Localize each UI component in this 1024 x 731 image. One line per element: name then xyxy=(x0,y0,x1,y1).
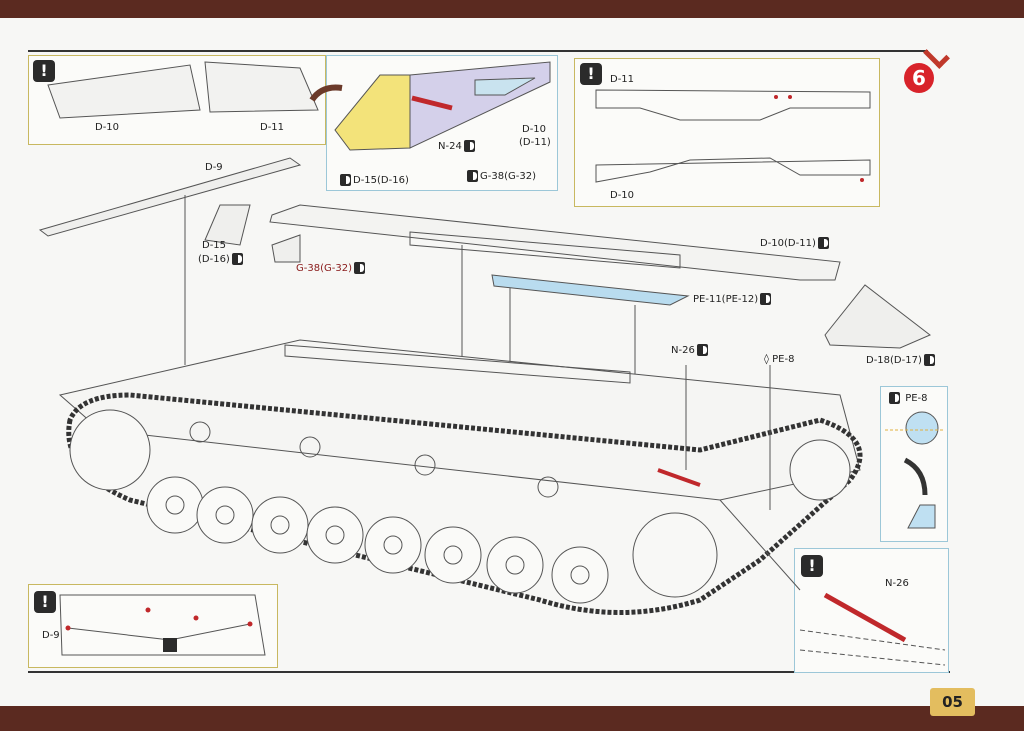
label-text: PE-11(PE-12) xyxy=(693,294,759,305)
label-d10: D-10 xyxy=(610,190,635,201)
label-text: D-18(D-17) xyxy=(866,355,922,366)
part-d15-highlight xyxy=(334,74,411,151)
label-text: (D-16) xyxy=(198,254,230,265)
label-d9: D-9 xyxy=(205,162,223,173)
idler-wheel xyxy=(632,512,718,598)
attach-icon xyxy=(231,253,243,265)
arrow-icon xyxy=(309,84,343,102)
label-text: N-24 xyxy=(438,141,462,152)
label-d15: D-15(D-16) xyxy=(338,174,409,186)
label-pe8-inset: PE-8 xyxy=(887,392,928,404)
label-text: G-38(G-32) xyxy=(480,171,536,182)
label-d10: D-10(D-11) xyxy=(760,237,831,249)
top-brand-bar xyxy=(0,0,1024,18)
label-d15: D-15 xyxy=(202,240,227,251)
drive-sprocket xyxy=(69,409,151,491)
label-d16: (D-16) xyxy=(198,253,245,265)
bottom-brand-bar xyxy=(0,706,1024,731)
label-d11: D-11 xyxy=(260,122,285,133)
label-text: PE-8 xyxy=(905,393,928,404)
label-g38: G-38(G-32) xyxy=(296,262,367,274)
label-text: N-26 xyxy=(671,345,695,356)
attach-icon xyxy=(817,237,829,249)
attach-icon xyxy=(696,344,708,356)
attach-icon xyxy=(923,354,935,366)
track-drawing xyxy=(66,392,863,615)
fender-d11-drawing xyxy=(204,61,319,113)
bend-icon xyxy=(889,392,900,404)
page-number: 05 xyxy=(930,688,975,716)
label-pe11: PE-11(PE-12) xyxy=(693,293,773,305)
warning-icon: ! xyxy=(801,555,823,577)
pin-n24 xyxy=(411,95,453,111)
label-d9-inset: D-9 xyxy=(42,630,60,641)
attach-icon xyxy=(467,170,478,182)
pin-n26 xyxy=(657,468,701,487)
label-text: D-10(D-11) xyxy=(760,238,816,249)
footer-rule xyxy=(28,671,950,673)
label-d11: (D-11) xyxy=(519,137,551,148)
label-g38: G-38(G-32) xyxy=(465,170,536,182)
label-text: G-38(G-32) xyxy=(296,263,352,274)
label-text: D-15(D-16) xyxy=(353,175,409,186)
attach-icon xyxy=(760,293,772,305)
label-n24: N-24 xyxy=(438,140,477,152)
attach-icon xyxy=(463,140,475,152)
pe8-part-icon: ◊ xyxy=(764,354,773,365)
label-text: PE-8 xyxy=(772,354,795,365)
warning-icon: ! xyxy=(33,60,55,82)
upper-hull-plate xyxy=(269,204,841,281)
label-n26: N-26 xyxy=(671,344,710,356)
label-pe8: ◊ PE-8 xyxy=(764,354,794,365)
attach-icon xyxy=(353,262,365,274)
attach-icon xyxy=(340,174,351,186)
warning-icon: ! xyxy=(580,63,602,85)
header-rule xyxy=(28,50,928,52)
part-d9-drawing xyxy=(38,157,302,237)
label-n26-inset: N-26 xyxy=(885,578,909,589)
label-d10: D-10 xyxy=(95,122,120,133)
fender-d10-drawing xyxy=(47,64,201,119)
inset-bottom-left xyxy=(28,584,278,668)
warning-icon: ! xyxy=(34,591,56,613)
label-d10: D-10 xyxy=(522,124,547,135)
label-d18: D-18(D-17) xyxy=(866,354,937,366)
hull-drawing xyxy=(58,339,861,501)
step-number-badge: 6 xyxy=(904,63,934,93)
inset-top-right xyxy=(574,58,880,207)
label-d11: D-11 xyxy=(610,74,635,85)
pe11-strip xyxy=(491,274,690,306)
road-wheels xyxy=(146,476,609,604)
